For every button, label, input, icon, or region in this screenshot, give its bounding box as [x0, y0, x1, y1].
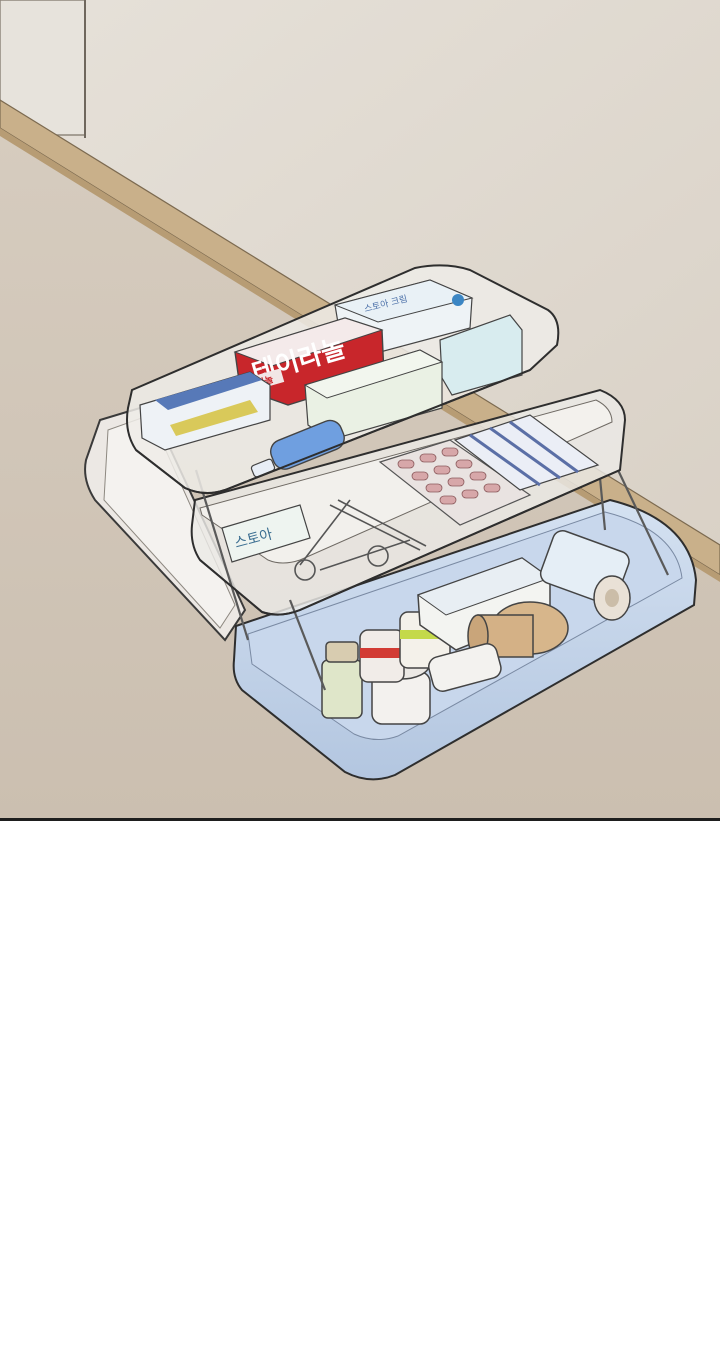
middle-tray-items: 스토아	[221, 414, 600, 581]
top-tray-items: 스토아 크림 테이라놀 테이라놀	[139, 279, 523, 478]
ointment-box	[221, 504, 311, 563]
support-arms	[194, 469, 669, 691]
scissors	[294, 499, 427, 581]
comic-panel: 스토아 스토아 크림 테이라놀 테이라놀	[0, 0, 720, 820]
blank-area	[0, 821, 720, 1364]
blue-bottle	[269, 419, 345, 470]
pill-bottle	[321, 659, 363, 719]
bottom-tray-items	[321, 530, 631, 725]
panel-border	[0, 818, 720, 821]
first-aid-kit-illustration: 스토아 스토아 크림 테이라놀 테이라놀	[0, 0, 720, 820]
